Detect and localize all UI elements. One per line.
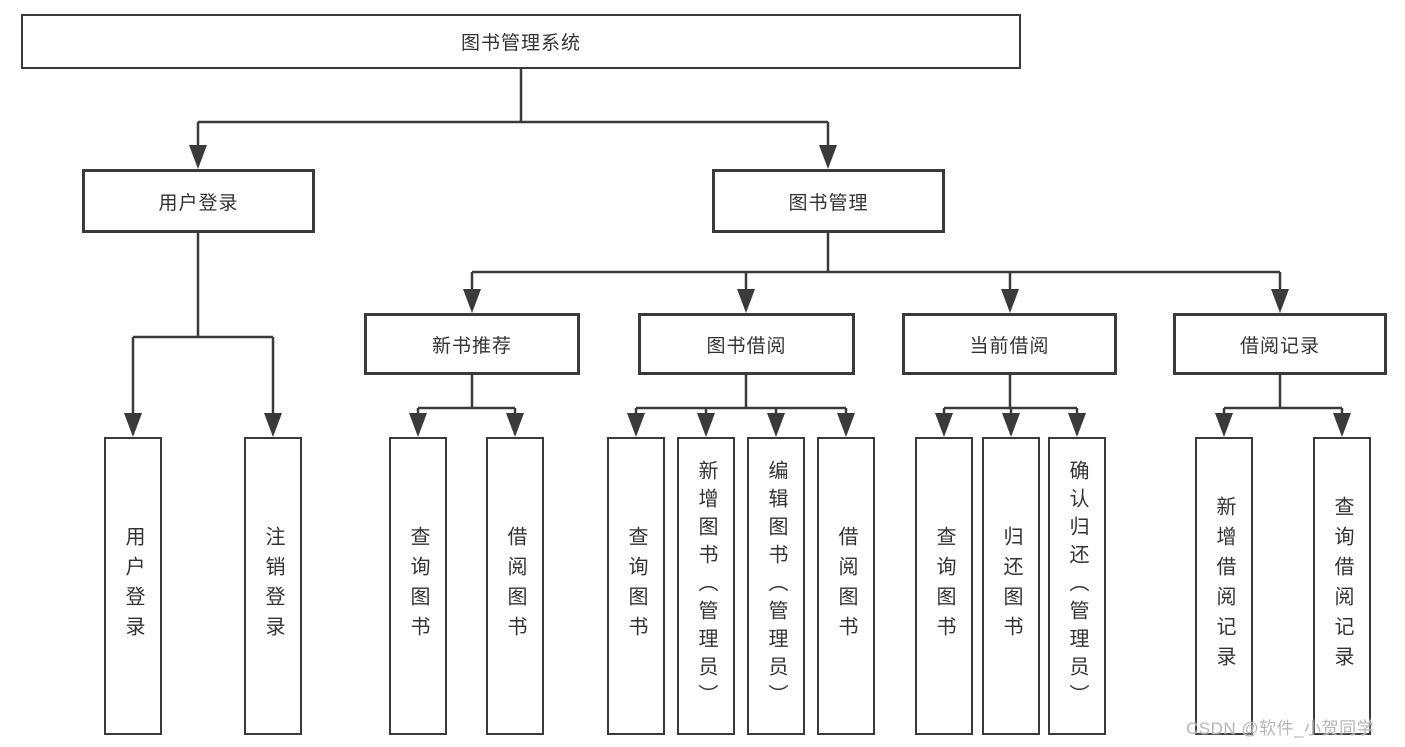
- arrowhead-down-icon: [767, 413, 785, 437]
- arrowhead-down-icon: [409, 413, 427, 437]
- connector-current-borrow-to-leaves: [935, 375, 1086, 437]
- arrowhead-down-icon: [506, 413, 524, 437]
- node-query-books-recommend: 查询图书: [389, 437, 447, 735]
- node-edit-book-admin: 编辑图书（管理员）: [747, 437, 805, 735]
- arrowhead-down-icon: [463, 289, 481, 313]
- node-add-book-admin: 新增图书（管理员）: [677, 437, 735, 735]
- arrowhead-down-icon: [837, 413, 855, 437]
- arrowhead-down-icon: [935, 413, 953, 437]
- arrowhead-down-icon: [1068, 413, 1086, 437]
- arrowhead-down-icon: [124, 413, 142, 437]
- connector-book-management-to-level2: [463, 233, 1289, 313]
- arrowhead-down-icon: [627, 413, 645, 437]
- node-return-book: 归还图书: [982, 437, 1040, 735]
- connector-root-to-level1: [189, 69, 837, 169]
- connector-new-book-recommend-to-leaves: [409, 375, 524, 437]
- node-borrow-records: 借阅记录: [1173, 313, 1387, 375]
- arrowhead-down-icon: [1333, 413, 1351, 437]
- node-user-login-action: 用户登录: [104, 437, 162, 735]
- node-query-books-borrow: 查询图书: [607, 437, 665, 735]
- node-add-borrow-record: 新增借阅记录: [1195, 437, 1253, 735]
- node-root-library-system: 图书管理系统: [21, 14, 1021, 69]
- node-query-books-current: 查询图书: [915, 437, 973, 735]
- connector-book-borrow-to-leaves: [627, 375, 855, 437]
- node-book-borrow: 图书借阅: [638, 313, 855, 375]
- node-query-borrow-record: 查询借阅记录: [1313, 437, 1371, 735]
- arrowhead-down-icon: [1215, 413, 1233, 437]
- node-new-book-recommend: 新书推荐: [364, 313, 580, 375]
- connector-user-login-to-leaves: [124, 233, 282, 437]
- connector-borrow-records-to-leaves: [1215, 375, 1351, 437]
- arrowhead-down-icon: [697, 413, 715, 437]
- node-logout-action: 注销登录: [244, 437, 302, 735]
- node-confirm-return-admin: 确认归还（管理员）: [1048, 437, 1106, 735]
- arrowhead-down-icon: [264, 413, 282, 437]
- arrowhead-down-icon: [1001, 289, 1019, 313]
- node-user-login: 用户登录: [82, 169, 315, 233]
- arrowhead-down-icon: [1002, 413, 1020, 437]
- node-borrow-books-borrow: 借阅图书: [817, 437, 875, 735]
- csdn-watermark: CSDN @软件_小贺同学: [1186, 719, 1375, 738]
- arrowhead-down-icon: [819, 145, 837, 169]
- arrowhead-down-icon: [737, 289, 755, 313]
- arrowhead-down-icon: [1271, 289, 1289, 313]
- arrowhead-down-icon: [189, 145, 207, 169]
- node-current-borrow: 当前借阅: [902, 313, 1117, 375]
- node-book-management: 图书管理: [712, 169, 945, 233]
- node-borrow-books-recommend: 借阅图书: [486, 437, 544, 735]
